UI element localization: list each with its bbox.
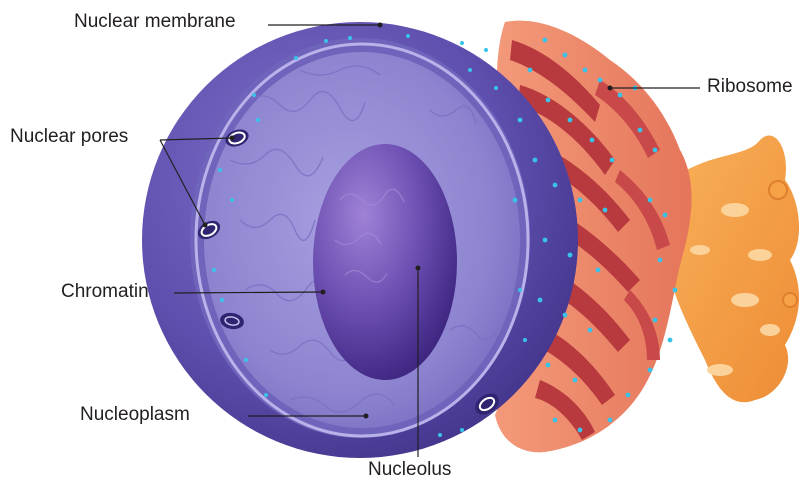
label-nuclear-membrane: Nuclear membrane xyxy=(74,11,236,33)
nucleolus-body xyxy=(313,144,457,380)
label-ribosome: Ribosome xyxy=(707,76,793,98)
label-chromatin: Chromatin xyxy=(61,281,149,303)
label-nucleoplasm: Nucleoplasm xyxy=(80,404,190,426)
nucleus xyxy=(142,22,578,458)
label-nucleolus: Nucleolus xyxy=(368,459,451,481)
label-nuclear-pores: Nuclear pores xyxy=(10,126,128,148)
